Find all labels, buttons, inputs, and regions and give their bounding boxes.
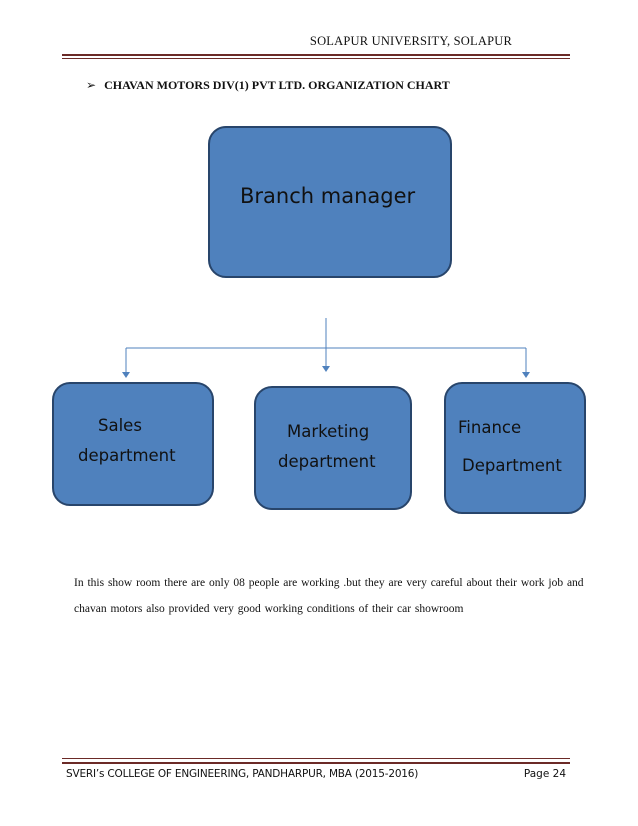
footer-rule-thin	[62, 758, 570, 759]
footer-college: SVERI’s COLLEGE OF ENGINEERING, PANDHARP…	[66, 768, 419, 780]
arrow-bullet-icon: ➢	[86, 78, 97, 92]
header-title: SOLAPUR UNIVERSITY, SOLAPUR	[309, 34, 512, 48]
finance-label-line2: Department	[462, 456, 562, 475]
sales-label-line1: Sales	[98, 416, 142, 435]
finance-department-box: Finance Department	[444, 382, 586, 514]
finance-label-line1: Finance	[458, 418, 522, 437]
marketing-department-box: Marketing department	[254, 386, 412, 510]
arrowhead-finance	[522, 372, 530, 378]
sales-label-line2: department	[78, 446, 176, 465]
page-number: Page 24	[523, 768, 566, 780]
footer-rule	[62, 762, 570, 764]
header-rule	[62, 54, 570, 56]
marketing-label-line1: Marketing	[287, 422, 370, 441]
header-rule-thin	[62, 58, 570, 59]
arrowhead-marketing	[322, 366, 330, 372]
marketing-label-line2: department	[278, 452, 376, 471]
section-heading-text: CHAVAN MOTORS DIV(1) PVT LTD. ORGANIZATI…	[104, 78, 450, 92]
branch-manager-box: Branch manager	[208, 126, 452, 278]
arrowhead-sales	[122, 372, 130, 378]
branch-manager-label: Branch manager	[240, 184, 416, 208]
section-heading: ➢ CHAVAN MOTORS DIV(1) PVT LTD. ORGANIZA…	[86, 78, 450, 93]
sales-department-box: Sales department	[52, 382, 214, 506]
body-paragraph: In this show room there are only 08 peop…	[74, 577, 584, 615]
